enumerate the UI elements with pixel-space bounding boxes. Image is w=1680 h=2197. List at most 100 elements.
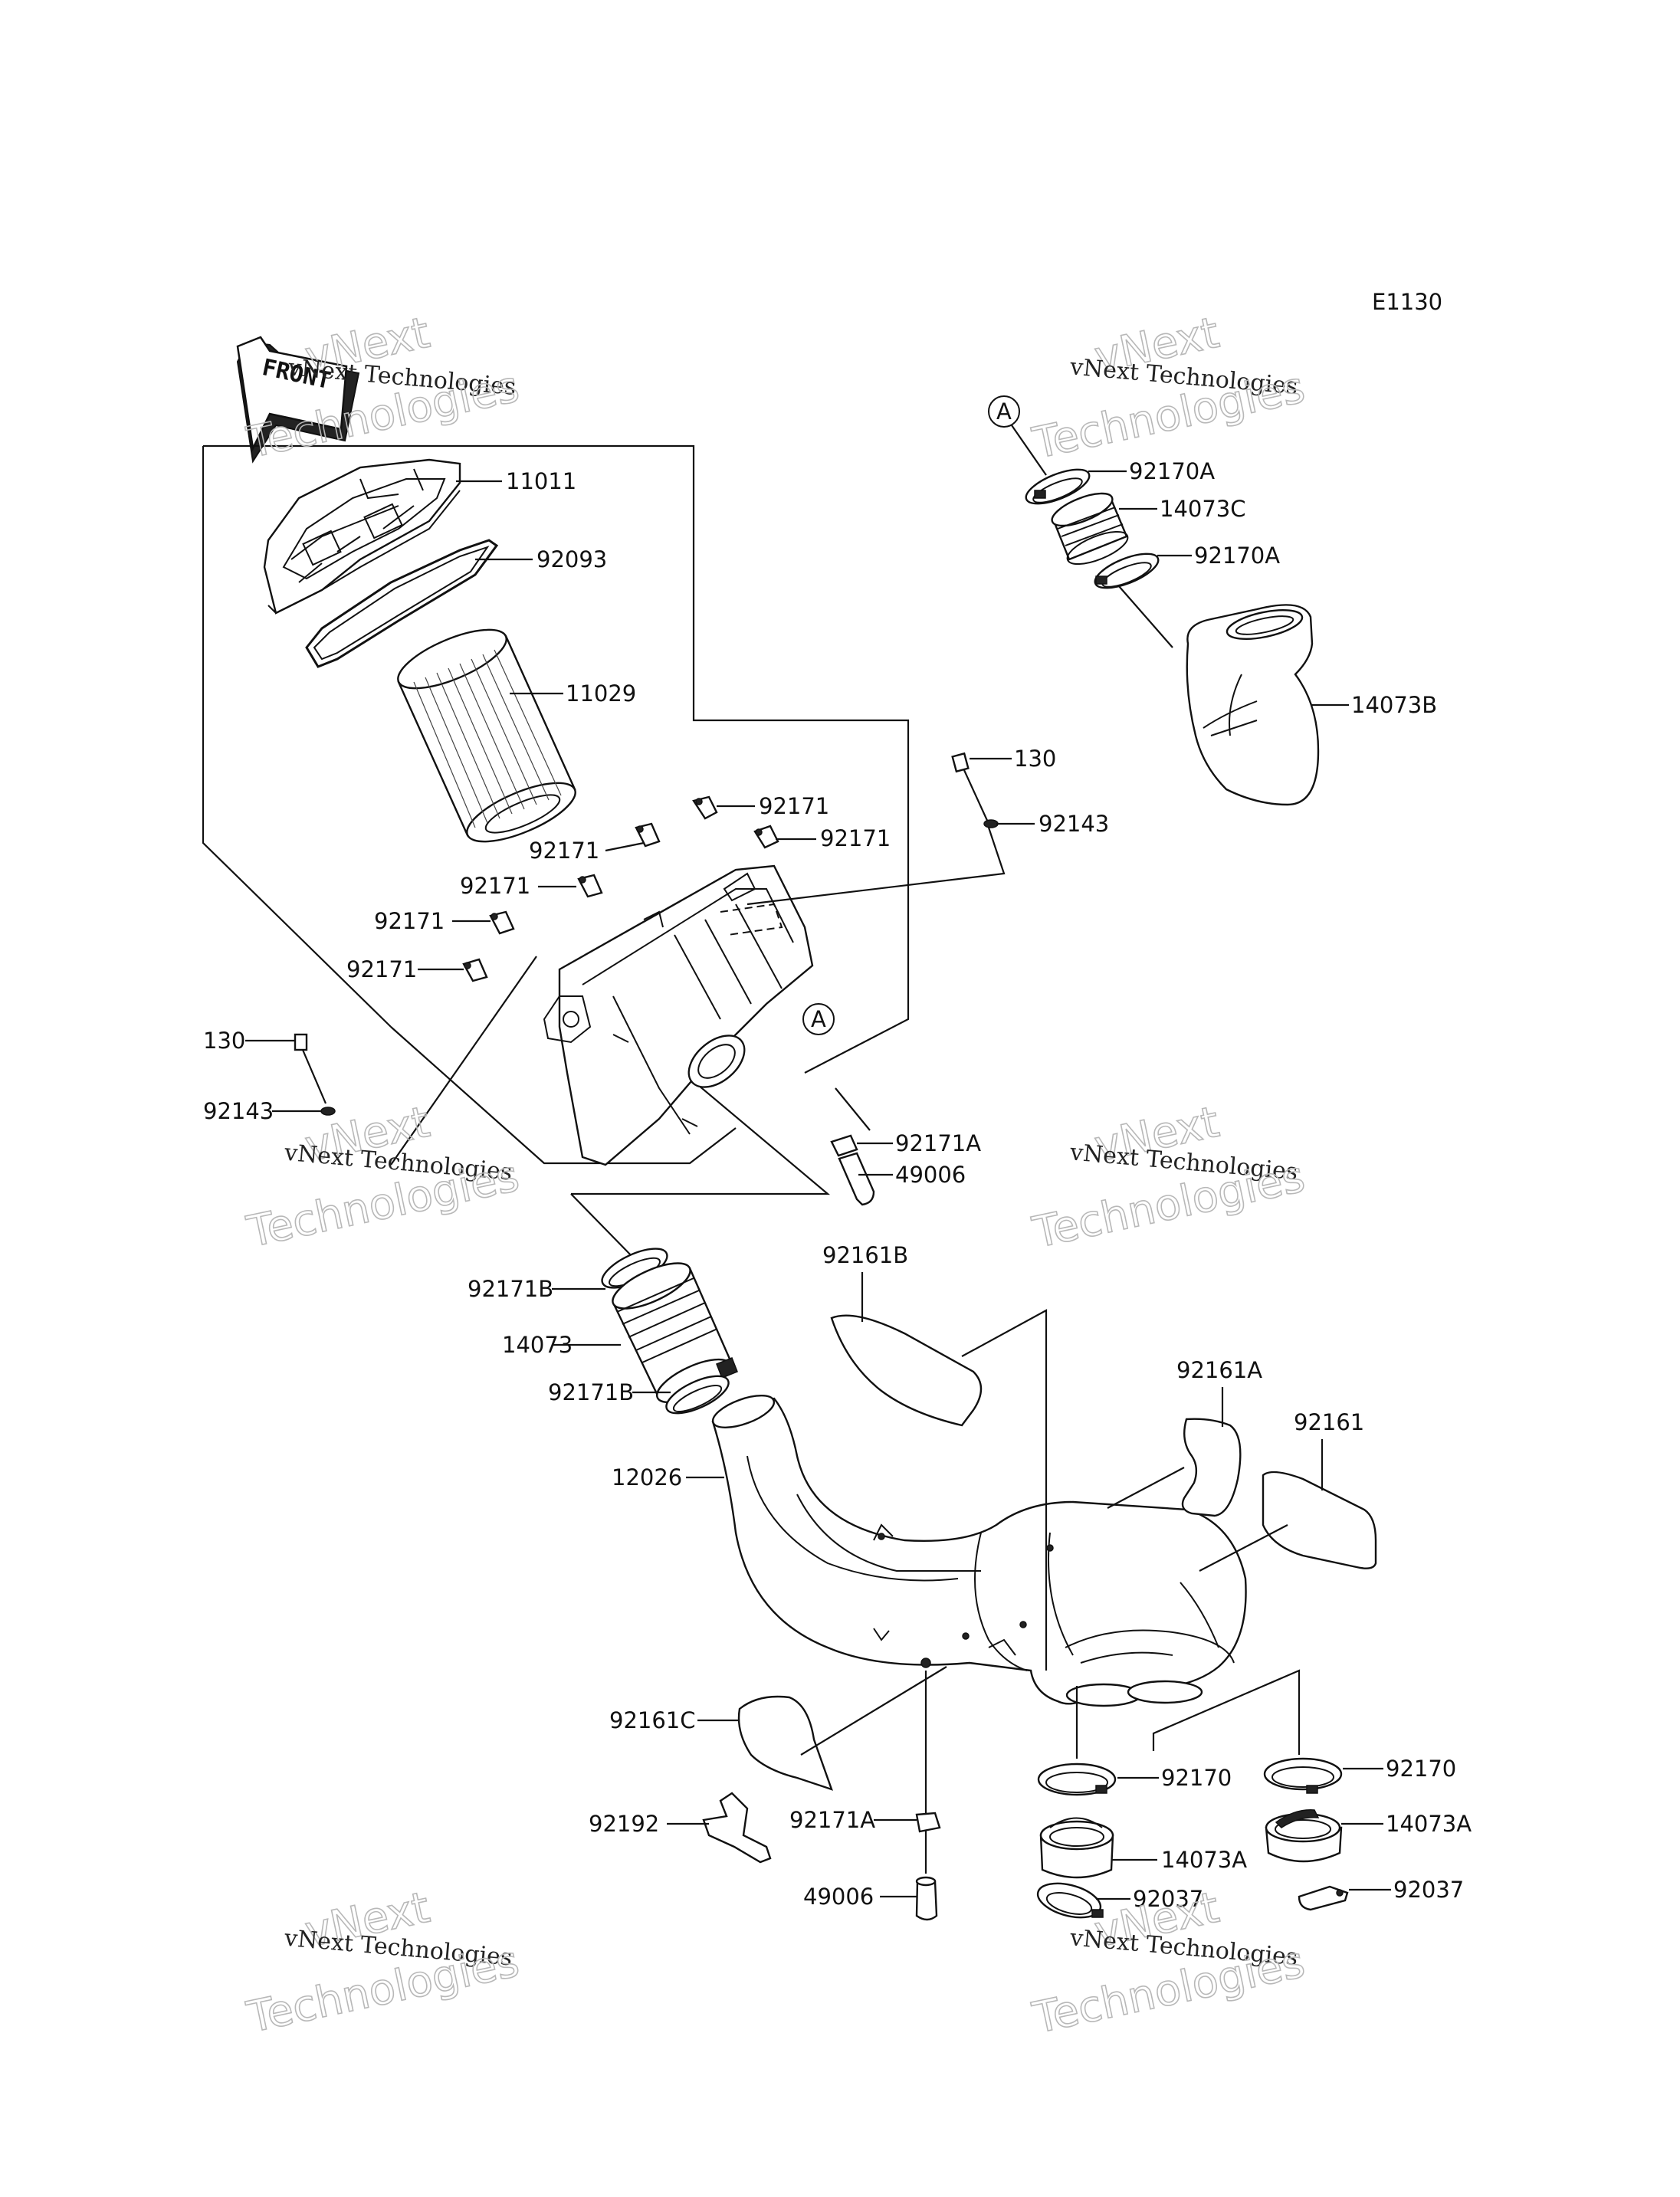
label-130-top: 130: [1014, 746, 1056, 772]
drain-nipple: [920, 1658, 931, 1668]
line-clamp-to-duct: [1118, 585, 1173, 648]
plug-49006-bottom: [915, 1880, 938, 1921]
label-92171-1: 92171: [759, 793, 829, 819]
clip-92171-a: [692, 795, 718, 820]
label-14073a-1: 14073A: [1161, 1847, 1247, 1873]
clamp-92170-2-line: [1152, 1669, 1301, 1755]
label-92143-top: 92143: [1039, 811, 1109, 837]
bolt-130-top: [951, 752, 990, 825]
label-12026: 12026: [612, 1464, 682, 1490]
seal-92161a: [1181, 1418, 1242, 1517]
label-11011: 11011: [506, 468, 576, 494]
duct-14073b: [1186, 604, 1320, 806]
label-92170a-2: 92170A: [1194, 543, 1280, 569]
label-92161b: 92161B: [822, 1242, 908, 1268]
label-92171b-2: 92171B: [548, 1379, 634, 1405]
assembly-boundary-bottom: [390, 1026, 737, 1165]
watermark-4: vNext vNext Technologies Technologies: [1028, 1097, 1310, 1259]
label-92171a-top: 92171A: [895, 1130, 981, 1156]
callout-a-text-2: A: [996, 398, 1012, 425]
clamp-92170-2: [1263, 1757, 1343, 1794]
assembly-boundary-line: [203, 444, 910, 1074]
hose-92192: [702, 1792, 772, 1864]
plug-49006-top: [838, 1152, 875, 1206]
assembly-boundary-left: [202, 446, 392, 1028]
label-92161: 92161: [1294, 1409, 1364, 1435]
clip-92171-d: [577, 874, 603, 898]
label-14073c: 14073C: [1160, 496, 1246, 522]
clamp-92170a-upper: [1025, 468, 1091, 505]
label-92171-3: 92171: [529, 838, 599, 864]
label-92170a-1: 92170A: [1129, 458, 1215, 484]
clamp-92170a-lower: [1094, 553, 1160, 589]
clamp-92037-1: [1036, 1882, 1104, 1919]
bolt-130-left: [294, 1033, 327, 1104]
label-92037-1: 92037: [1133, 1886, 1203, 1912]
mount-line: [390, 956, 537, 1166]
label-92170-2: 92170: [1386, 1756, 1456, 1782]
gasket-92093: [305, 539, 499, 668]
front-arrow-icon: FRONT: [236, 336, 360, 464]
clip-92171-e: [489, 910, 515, 935]
leader-92171-3: [605, 841, 645, 852]
label-49006-top: 49006: [895, 1162, 966, 1188]
clip-92171-f: [462, 958, 488, 982]
air-cleaner-cover: [263, 458, 461, 615]
watermark-2: vNext vNext Technologies Technologies: [1028, 307, 1310, 470]
hose-14073c: [1051, 492, 1129, 565]
clamp-92171a-top: [830, 1134, 858, 1157]
label-92143-left: 92143: [203, 1098, 274, 1124]
clamp-92171a-bottom: [915, 1812, 941, 1833]
boot-leader: [570, 1193, 637, 1261]
clamp-92170-1: [1037, 1763, 1117, 1796]
line-a-to-clamp: [1011, 425, 1047, 476]
washer-92143-left: [320, 1107, 336, 1116]
callout-a-text-1: A: [811, 1006, 826, 1032]
clip-92171-c: [635, 822, 661, 848]
label-92161a: 92161A: [1176, 1357, 1262, 1383]
label-92192: 92192: [589, 1811, 659, 1837]
bolt-top-leader: [746, 827, 1006, 906]
label-92171-4: 92171: [460, 873, 530, 899]
callout-a-top: A: [988, 395, 1020, 428]
watermark-5: vNext vNext Technologies Technologies: [242, 1882, 524, 2044]
boot-14073: [612, 1262, 738, 1404]
boot-connection-line: [571, 1064, 831, 1195]
label-11029: 11029: [566, 680, 636, 707]
label-14073a-2: 14073A: [1386, 1811, 1472, 1837]
label-130-left: 130: [203, 1028, 245, 1054]
air-filter-11029: [397, 628, 576, 843]
seal-92161c-line: [800, 1666, 947, 1756]
label-49006-bottom: 49006: [803, 1884, 874, 1910]
clip-92171-b: [753, 825, 779, 849]
hose-14073a-2: [1265, 1809, 1343, 1863]
watermark-3: vNext vNext Technologies Technologies: [242, 1097, 524, 1258]
diagram-code: E1130: [1372, 289, 1442, 315]
label-14073b: 14073B: [1351, 692, 1437, 718]
callout-a-housing: A: [802, 1003, 835, 1035]
clamp-92037-2: [1298, 1885, 1349, 1911]
clamp-92171b-lower: [665, 1375, 730, 1415]
label-92171-5: 92171: [374, 908, 445, 934]
label-92093: 92093: [536, 546, 607, 572]
seal-92161: [1262, 1471, 1377, 1569]
intake-duct-12026: [711, 1395, 1247, 1707]
drain-line-top: [835, 1087, 871, 1131]
seal-92161b-line: [961, 1309, 1048, 1671]
label-92037-2: 92037: [1393, 1877, 1464, 1903]
plug-49006-bottom-top: [915, 1876, 937, 1887]
label-92171a-bottom: 92171A: [789, 1807, 875, 1833]
label-92170-1: 92170: [1161, 1765, 1232, 1791]
seal-92161c: [737, 1695, 833, 1791]
label-14073: 14073: [502, 1332, 573, 1358]
hose-14073a-1: [1039, 1817, 1114, 1879]
seal-92161-line: [1199, 1524, 1288, 1572]
air-cleaner-housing: [543, 864, 814, 1166]
label-92171b-1: 92171B: [468, 1276, 553, 1302]
label-92171-2: 92171: [820, 825, 891, 851]
label-92171-6: 92171: [346, 956, 417, 982]
seal-92161b: [830, 1314, 983, 1427]
seal-92161a-line: [1107, 1467, 1185, 1509]
washer-92143-top: [983, 819, 999, 828]
